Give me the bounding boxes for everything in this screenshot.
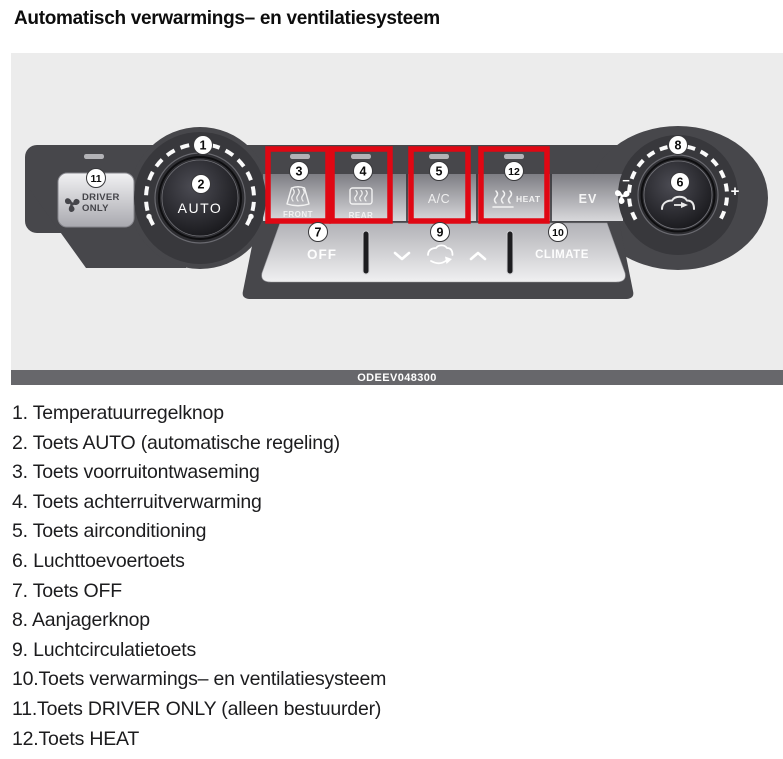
- highlight-box-heat: [478, 146, 550, 224]
- highlight-box-rear: [329, 146, 393, 224]
- rear-defrost-icon: [349, 187, 373, 205]
- heat-label: HEAT: [516, 194, 541, 204]
- indicator-lights: [84, 154, 524, 159]
- rear-defrost-indicator-light: [351, 154, 371, 159]
- driver-only-indicator-light: [84, 154, 104, 159]
- front-defrost-indicator-light: [290, 154, 310, 159]
- heat-icon: [492, 190, 514, 208]
- legend-item-10: 10.Toets verwarmings– en ventilatiesyste…: [12, 668, 387, 691]
- front-defrost-button: FRONT: [283, 186, 313, 219]
- callout-4: 4: [353, 161, 373, 181]
- legend-item-11: 11.Toets DRIVER ONLY (alleen bestuurder): [12, 697, 382, 720]
- fan-icon: [64, 198, 80, 212]
- svg-text:9: 9: [437, 226, 444, 240]
- legend-item-12: 12.Toets HEAT: [12, 727, 140, 750]
- callout-6: 6: [670, 172, 690, 192]
- figure-caption: ODEEV048300: [357, 371, 437, 384]
- legend-item-6: 6. Luchttoevoertoets: [12, 549, 185, 572]
- off-button-label: OFF: [307, 247, 337, 262]
- temperature-auto-knob: AUTO: [134, 132, 266, 264]
- driver-only-label-line1: DRIVER: [82, 192, 120, 203]
- climate-control-panel-drawing: DRIVER ONLY FRONT: [25, 126, 768, 299]
- rear-defrost-button: REAR: [349, 187, 374, 220]
- callout-12: 12: [504, 161, 524, 181]
- callouts: 1 2 3 4 5: [86, 135, 690, 242]
- auto-button-label: AUTO: [178, 200, 223, 216]
- driver-only-label-line2: ONLY: [82, 203, 109, 214]
- small-fan-icon: [614, 190, 630, 204]
- callout-11: 11: [86, 168, 106, 188]
- svg-text:2: 2: [198, 178, 205, 192]
- callout-5: 5: [429, 161, 449, 181]
- fan-minus-label: −: [622, 173, 630, 188]
- callout-2: 2: [191, 174, 211, 194]
- ac-indicator-light: [429, 154, 449, 159]
- svg-text:4: 4: [360, 165, 367, 179]
- ev-button-label: EV: [579, 192, 598, 206]
- heat-button: HEAT: [492, 190, 541, 208]
- ac-button-label: A/C: [428, 192, 450, 206]
- callout-8: 8: [668, 135, 688, 155]
- legend-item-1: 1. Temperatuurregelknop: [12, 402, 224, 424]
- driver-only-button: DRIVER ONLY: [57, 172, 135, 228]
- highlight-boxes: [265, 146, 550, 224]
- highlight-box-front: [265, 146, 331, 224]
- svg-text:10: 10: [552, 227, 564, 239]
- heat-indicator-light: [504, 154, 524, 159]
- blower-knob: − +: [614, 135, 740, 255]
- fan-plus-label: +: [731, 183, 740, 200]
- callout-9: 9: [430, 222, 450, 242]
- chevron-down-icon: [393, 251, 411, 261]
- bottom-strip-dividers: [362, 230, 514, 275]
- page-title: Automatisch verwarmings– en ventilatiesy…: [14, 8, 440, 29]
- figure-caption-bar: ODEEV048300: [11, 370, 783, 385]
- legend-item-2: 2. Toets AUTO (automatische regeling): [12, 431, 340, 454]
- front-label: FRONT: [283, 210, 313, 219]
- windshield-defrost-icon: [286, 186, 310, 207]
- callout-10: 10: [548, 222, 568, 242]
- svg-text:1: 1: [200, 139, 207, 153]
- callout-3: 3: [289, 161, 309, 181]
- legend-item-4: 4. Toets achterruitverwarming: [12, 490, 262, 513]
- svg-text:8: 8: [675, 139, 682, 153]
- figure-illustration: DRIVER ONLY FRONT: [11, 53, 783, 385]
- legend-item-8: 8. Aanjagerknop: [12, 609, 150, 632]
- callout-1: 1: [193, 135, 213, 155]
- svg-text:11: 11: [90, 173, 101, 185]
- legend-item-9: 9. Luchtcirculatietoets: [12, 638, 197, 661]
- recirculation-icon: [427, 244, 454, 265]
- climate-button-label: CLIMATE: [535, 249, 589, 261]
- chevron-up-icon: [469, 251, 487, 261]
- svg-text:3: 3: [296, 165, 303, 179]
- legend-item-7: 7. Toets OFF: [12, 579, 122, 602]
- svg-text:6: 6: [677, 176, 684, 190]
- svg-text:5: 5: [436, 165, 443, 179]
- parts-list: 1. Temperatuurregelknop 2. Toets AUTO (a…: [12, 399, 772, 754]
- svg-text:12: 12: [508, 166, 520, 178]
- dial-end-dot-right: [248, 213, 254, 220]
- legend-item-3: 3. Toets voorruitontwaseming: [12, 461, 260, 484]
- dial-end-dot-left: [146, 213, 152, 220]
- rear-label: REAR: [349, 211, 374, 220]
- legend-item-5: 5. Toets airconditioning: [12, 520, 207, 543]
- svg-text:7: 7: [315, 226, 322, 240]
- highlight-box-ac: [408, 146, 471, 224]
- car-air-intake-icon: [661, 195, 695, 210]
- bottom-button-strip: [261, 222, 626, 283]
- callout-7: 7: [308, 222, 328, 242]
